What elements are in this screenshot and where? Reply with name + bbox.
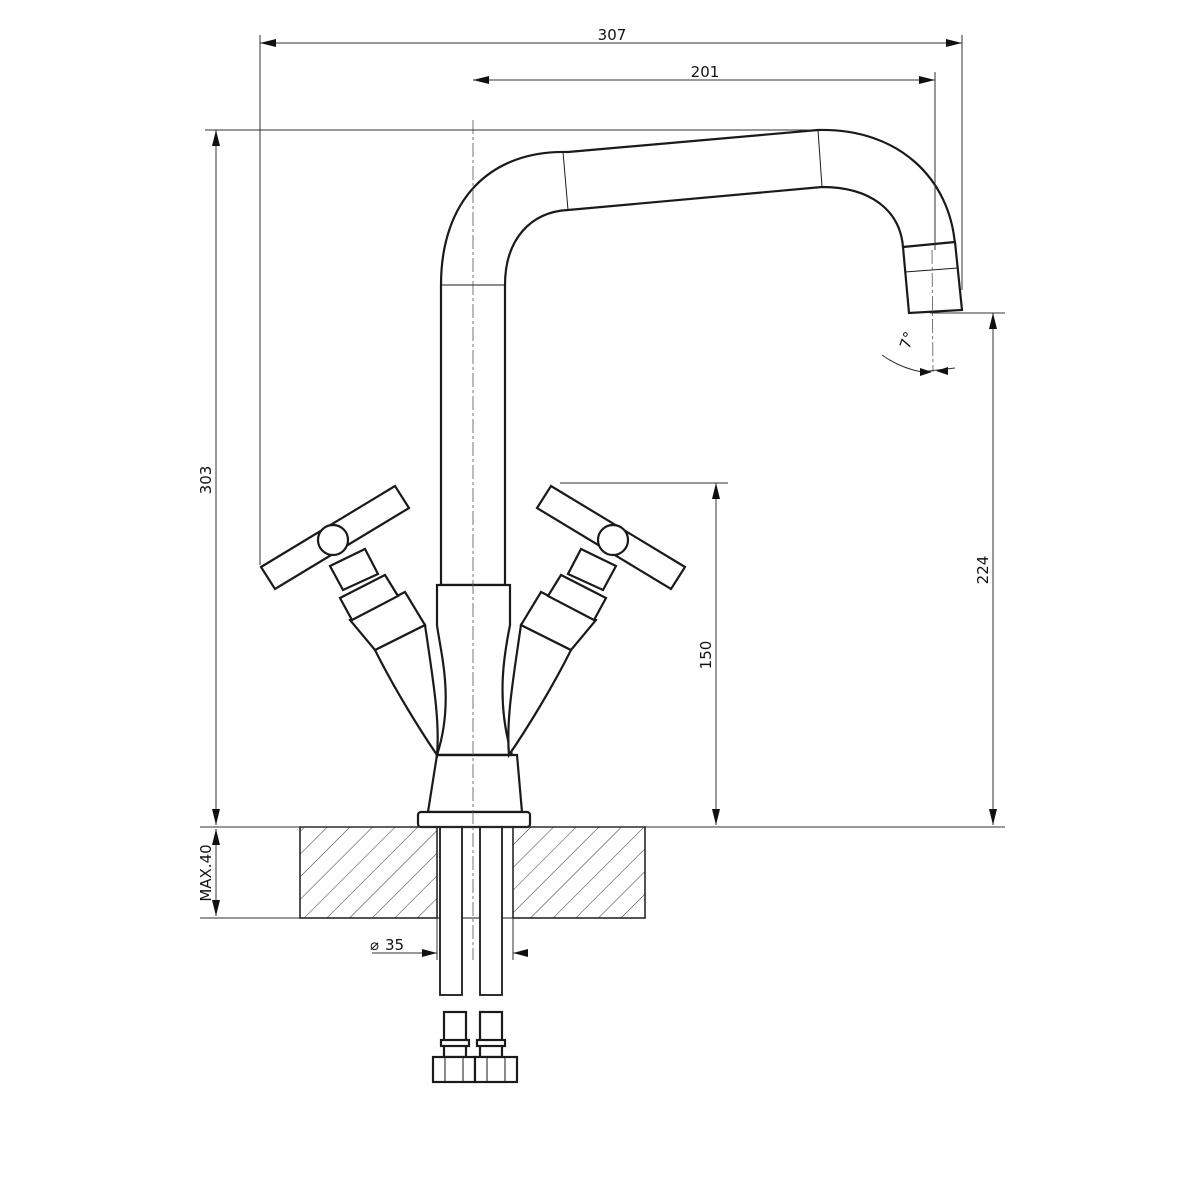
countertop-section	[299, 826, 646, 919]
diameter-symbol: ⌀	[370, 936, 379, 954]
supply-hoses	[431, 826, 519, 1084]
left-handle	[259, 484, 439, 759]
dimension-lines	[200, 35, 1005, 960]
dim-max-deck-thickness: MAX.40	[197, 844, 215, 901]
dim-overall-height: 303	[197, 466, 215, 495]
spout	[439, 128, 964, 587]
dim-handle-height: 150	[697, 641, 715, 670]
right-handle	[507, 484, 687, 759]
dim-spout-outlet-height: 224	[974, 556, 992, 585]
dim-spout-angle: 7°	[896, 329, 919, 351]
dim-overall-width: 307	[598, 26, 627, 44]
dim-hole-diameter: 35	[385, 936, 404, 954]
faucet-body	[416, 583, 532, 829]
dim-spout-reach: 201	[691, 63, 720, 81]
